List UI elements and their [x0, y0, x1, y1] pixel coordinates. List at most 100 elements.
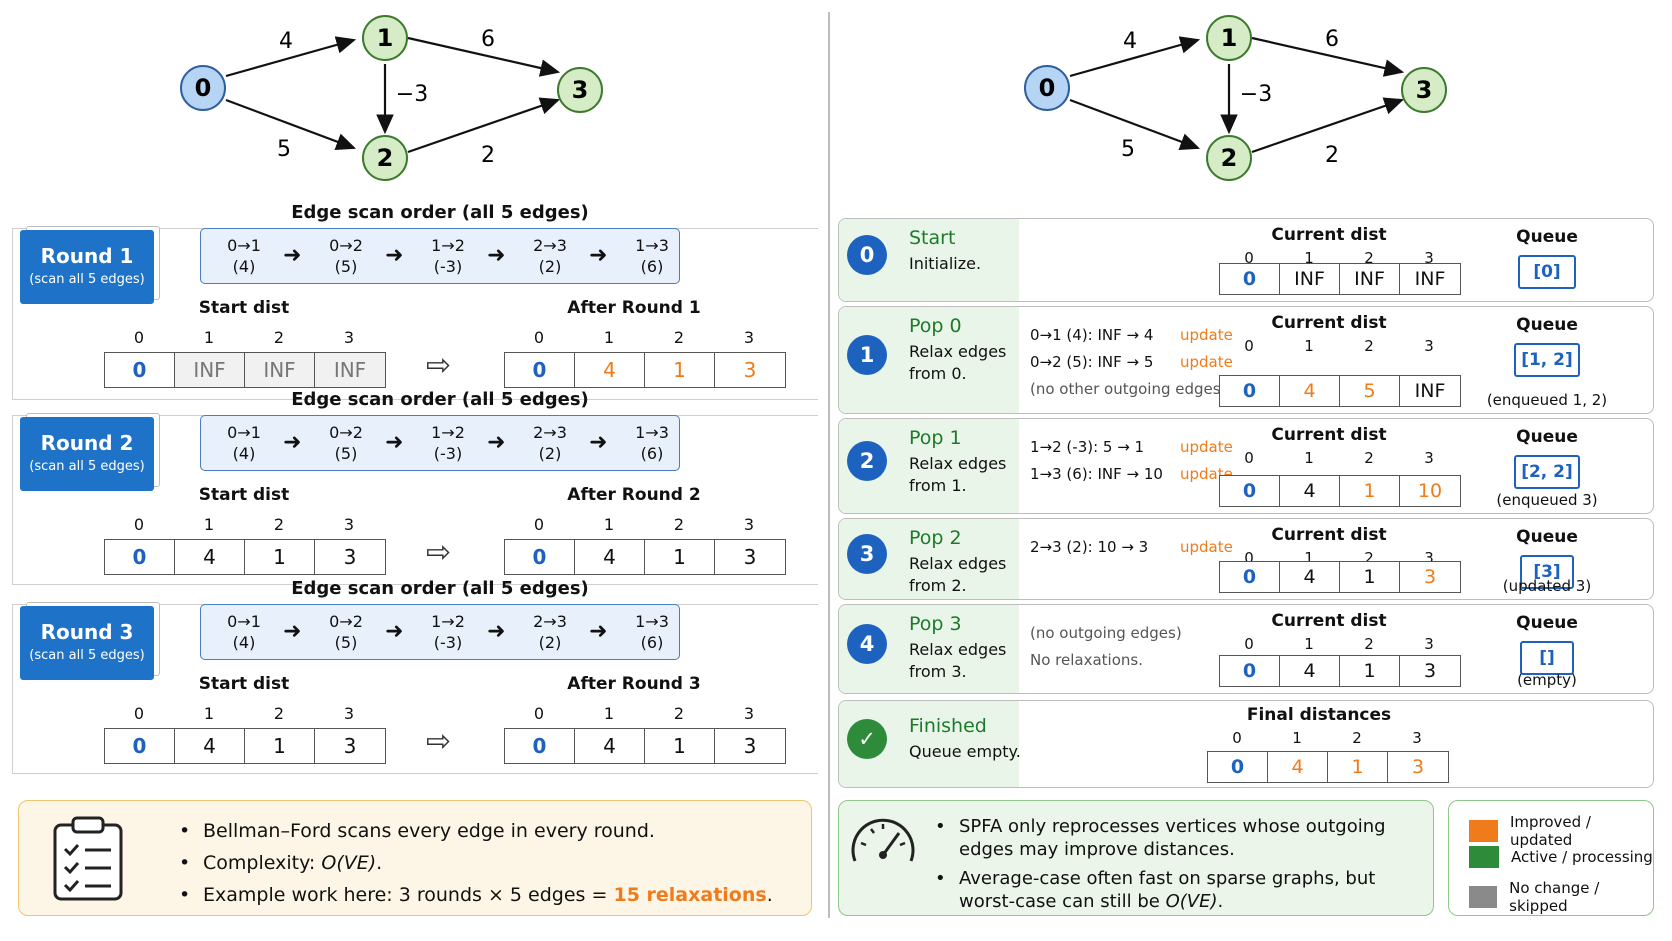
summary-text: Average-case often fast on sparse graphs…	[959, 868, 1376, 912]
dist-cell: 3	[1400, 656, 1460, 686]
index-label: 0	[1244, 337, 1254, 355]
graph-left: 4 5 −3 6 2 0 1 2 3	[180, 15, 603, 181]
dist-cell: 0	[1208, 752, 1268, 782]
scan-edge: 2→3(2)	[515, 611, 585, 653]
index-label: 0	[1244, 635, 1254, 653]
dist-cell: 0	[105, 729, 175, 763]
swatch	[1469, 846, 1499, 868]
graph-right: 4 5 −3 6 2 0 1 2 3	[1024, 15, 1447, 181]
edge-0-1	[225, 36, 357, 78]
node-3	[557, 67, 603, 113]
node-3-label: 3	[572, 76, 589, 104]
edge-1-3	[1251, 36, 1405, 77]
edge-0-1	[1069, 36, 1201, 78]
index-label: 3	[1424, 249, 1434, 267]
dist-cell: 3	[715, 540, 785, 574]
step-title: Pop 2	[909, 527, 962, 549]
relaxation-text: 2→3 (2): 10 → 3	[1030, 538, 1149, 556]
relaxation-text: 1→3 (6): INF → 10	[1030, 465, 1163, 483]
dist-cell: 0	[105, 540, 175, 574]
scan-edge: 0→1(4)	[209, 422, 279, 464]
relaxation-text: (no other outgoing edges)	[1030, 380, 1227, 398]
scan-edge: 0→1(4)	[209, 235, 279, 277]
legend-label: Active / processing	[1511, 848, 1653, 866]
dist-cell: 1	[245, 540, 315, 574]
edge-label: 1→3	[635, 612, 669, 631]
index-label: 1	[1304, 549, 1314, 567]
dist-cell: 1	[1340, 656, 1400, 686]
dist-cell: 4	[1280, 476, 1340, 506]
spfa-step: 3 Pop 2 Relax edges from 2. 2→3 (2): 10 → 3…	[838, 518, 1654, 600]
start-dist-label: Start dist	[198, 298, 290, 318]
scan-edge: 1→3(6)	[617, 235, 687, 277]
index-label: 2	[1364, 337, 1374, 355]
dist-cell: 0	[1220, 562, 1280, 592]
dist-cell: 3	[715, 729, 785, 763]
dist-cell: 4	[175, 729, 245, 763]
dist-cell: 3	[1400, 562, 1460, 592]
index-label: 3	[1424, 337, 1434, 355]
edge-label: 2→3	[533, 612, 567, 631]
arrow-right-icon: ➜	[487, 243, 506, 268]
index-label: 3	[343, 704, 355, 723]
relaxation-line: (no outgoing edges)	[1030, 619, 1240, 647]
scan-edge: 1→2(-3)	[413, 422, 483, 464]
index-label: 2	[273, 328, 285, 347]
node-3	[1401, 67, 1447, 113]
edge-scan-title: Edge scan order (all 5 edges)	[291, 578, 589, 599]
clipboard-icon	[53, 816, 123, 901]
start-dist-label: Start dist	[198, 674, 290, 694]
round-subtitle: (scan all 5 edges)	[29, 459, 145, 474]
current-dist-title: Current dist	[1271, 425, 1387, 445]
edge-label: 1→2	[431, 423, 465, 442]
summary-bullet-1: Bellman–Ford scans every edge in every r…	[179, 815, 773, 847]
summary-text: Example work here: 3 rounds × 5 edges =	[203, 884, 614, 906]
scan-edge: 2→3(2)	[515, 235, 585, 277]
legend-label: Improved / updated	[1509, 813, 1591, 849]
edge-weight: (-3)	[433, 633, 463, 652]
edge-scan-order: 0→1(4)➜0→2(5)➜1→2(-3)➜2→3(2)➜1→3(6)	[200, 228, 680, 284]
relaxation-line: No relaxations.	[1030, 646, 1240, 674]
dist-cell: 3	[315, 540, 385, 574]
edge-weight: (4)	[232, 444, 256, 463]
edge-weight: (4)	[232, 257, 256, 276]
index-label: 0	[533, 515, 545, 534]
index-label: 0	[1244, 549, 1254, 567]
round-title: Round 2	[40, 431, 134, 455]
index-label: 1	[603, 704, 615, 723]
dist-cell: INF	[1400, 264, 1460, 294]
summary-text: Bellman–Ford scans every edge in every r…	[203, 820, 655, 842]
edge-label: 1→2	[431, 236, 465, 255]
dist-cell: 3	[315, 729, 385, 763]
round-title: Round 3	[40, 620, 134, 644]
node-2	[362, 135, 408, 181]
index-label: 0	[133, 704, 145, 723]
dist-cell: 4	[575, 540, 645, 574]
index-label: 1	[203, 515, 215, 534]
update-tag: update	[1180, 538, 1233, 556]
weight-0-1: 4	[1123, 29, 1137, 54]
step-description: Relax edges from 2.	[909, 554, 1007, 595]
scan-edge: 0→2(5)	[311, 611, 381, 653]
dist-cell: INF	[1400, 376, 1460, 406]
queue-title: Queue	[1516, 315, 1578, 335]
edge-label: 0→2	[329, 236, 363, 255]
step-number: 4	[847, 624, 887, 664]
swatch	[1469, 820, 1498, 842]
node-1-label: 1	[1221, 24, 1238, 52]
index-label: 2	[1364, 635, 1374, 653]
complexity-text: O(VE)	[1165, 891, 1218, 912]
index-label: 3	[1424, 549, 1434, 567]
edge-scan-order: 0→1(4)➜0→2(5)➜1→2(-3)➜2→3(2)➜1→3(6)	[200, 604, 680, 660]
edge-label: 2→3	[533, 236, 567, 255]
queue-box: [0]	[1518, 255, 1576, 289]
index-label: 2	[273, 704, 285, 723]
edge-label: 0→1	[227, 423, 261, 442]
